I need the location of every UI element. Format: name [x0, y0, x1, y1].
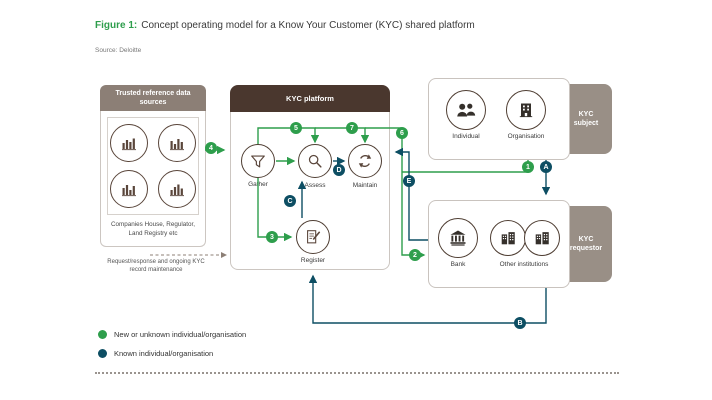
other-institutions-node	[524, 220, 560, 256]
figure-label: Figure 1:	[95, 20, 138, 31]
trusted-sources-panel: Trusted reference data sources Companies…	[100, 85, 206, 248]
figure-source: Source: Deloitte	[95, 47, 142, 54]
legend-known-dot	[98, 349, 107, 358]
maintenance-annotation: Request/response and ongoing KYC record …	[107, 259, 205, 273]
badge-B: B	[514, 317, 526, 329]
badge-C: C	[284, 195, 296, 207]
figure-title: Figure 1:Concept operating model for a K…	[95, 20, 615, 31]
register-document-icon	[307, 230, 321, 244]
kyc-platform-title: KYC platform	[230, 85, 390, 112]
gather-node	[241, 144, 275, 178]
data-source-grid	[107, 117, 199, 216]
funnel-icon	[251, 155, 265, 168]
organisation-building-icon	[519, 103, 533, 118]
magnifier-icon	[308, 154, 322, 168]
trusted-sources-body: Companies House, Regulator, Land Registr…	[100, 111, 206, 248]
data-source-node	[110, 170, 148, 209]
badge-6: 6	[396, 127, 408, 139]
individual-node	[446, 90, 486, 130]
kyc-requestor-tab-label: KYC requestor	[569, 235, 603, 252]
gather-label: Gather	[248, 181, 268, 188]
individual-label: Individual	[452, 133, 480, 140]
bar-chart-icon	[122, 185, 136, 197]
badge-4: 4	[205, 142, 217, 154]
organisation-node	[506, 90, 546, 130]
other-institutions-node	[490, 220, 526, 256]
badge-1: 1	[522, 161, 534, 173]
data-source-node	[158, 124, 196, 163]
assess-label: Assess	[304, 182, 326, 189]
badge-A: A	[540, 161, 552, 173]
badge-2: 2	[409, 249, 421, 261]
organisation-label: Organisation	[507, 133, 545, 140]
bank-node	[438, 218, 478, 258]
legend-new-label: New or unknown individual/organisation	[114, 330, 247, 339]
other-institutions-label: Other institutions	[499, 261, 549, 268]
bank-label: Bank	[450, 261, 466, 268]
maintain-node	[348, 144, 382, 178]
legend-new-dot	[98, 330, 107, 339]
bar-chart-icon	[122, 138, 136, 151]
trusted-sources-title: Trusted reference data sources	[100, 85, 206, 112]
badge-E: E	[403, 175, 415, 187]
register-label: Register	[300, 257, 326, 264]
individual-people-icon	[457, 103, 476, 117]
register-node	[296, 220, 330, 254]
maintain-label: Maintain	[352, 182, 378, 189]
assess-node	[298, 144, 332, 178]
badge-D: D	[333, 164, 345, 176]
institutions-buildings-icon	[501, 232, 515, 245]
badge-7: 7	[346, 122, 358, 134]
bar-chart-icon	[170, 184, 184, 197]
trusted-sources-caption: Companies House, Regulator, Land Registr…	[110, 221, 195, 237]
bank-icon	[450, 230, 466, 246]
badge-3: 3	[266, 231, 278, 243]
kyc-subject-tab-label: KYC subject	[573, 110, 599, 127]
institutions-buildings-icon	[535, 232, 549, 245]
legend-known: Known individual/organisation	[98, 349, 213, 358]
refresh-icon	[358, 154, 372, 168]
bottom-dotted-rule	[95, 372, 619, 374]
data-source-node	[158, 170, 196, 209]
bar-chart-icon	[170, 139, 184, 151]
data-source-node	[110, 124, 148, 163]
legend-known-label: Known individual/organisation	[114, 349, 214, 358]
figure-caption: Concept operating model for a Know Your …	[141, 20, 475, 31]
badge-5: 5	[290, 122, 302, 134]
legend-new: New or unknown individual/organisation	[98, 330, 246, 339]
